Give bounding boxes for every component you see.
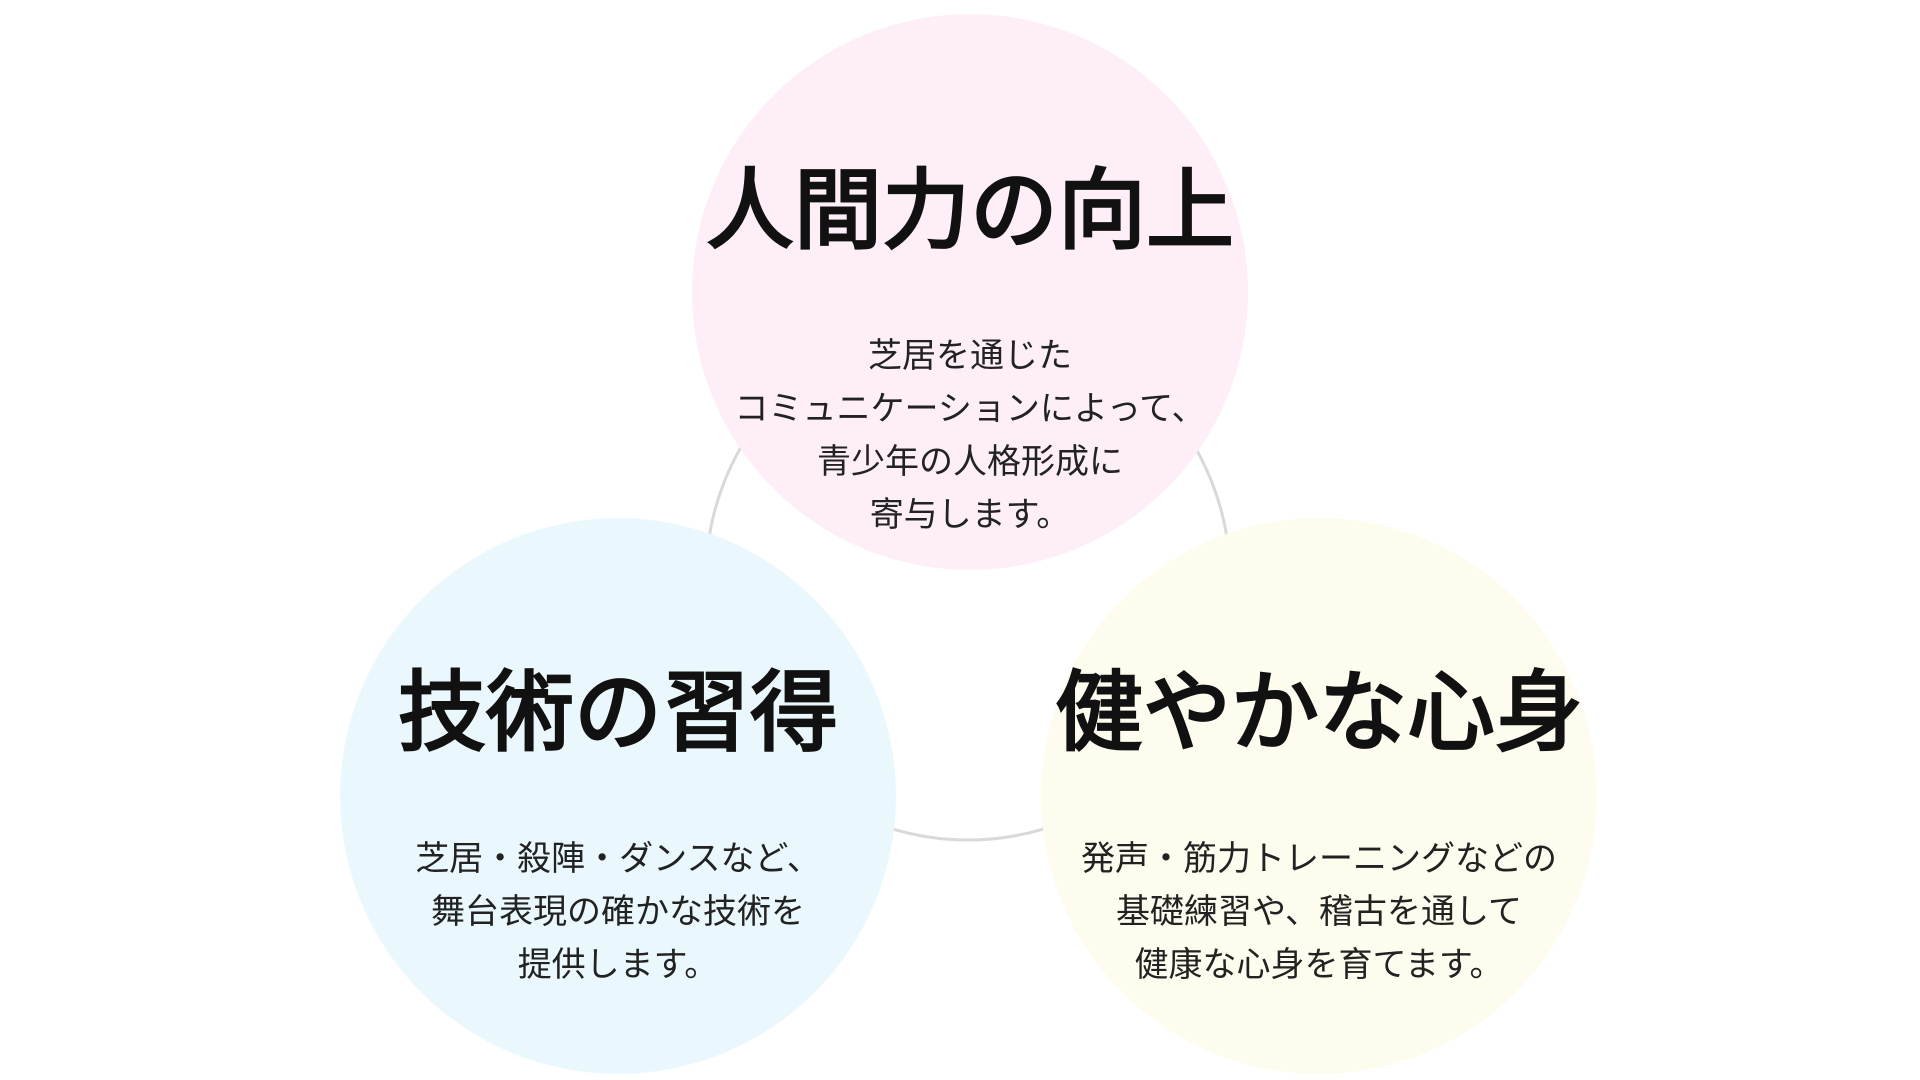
circle-description: 発声・筋力トレーニングなどの 基礎練習や、稽古を通して 健康な心身を育てます。 [1061, 833, 1577, 992]
description-line: 芝居を通じた [868, 336, 1072, 376]
description-line: 舞台表現の確かな技術を [431, 892, 805, 932]
circle-healthy-mind-body: 健やかな心身 発声・筋力トレーニングなどの 基礎練習や、稽古を通して 健康な心身… [1041, 518, 1597, 1074]
circle-human-growth: 人間力の向上 芝居を通じた コミュニケーションによって、 青少年の人格形成に 寄… [692, 14, 1248, 570]
description-line: 提供します。 [517, 945, 719, 985]
description-line: 基礎練習や、稽古を通して [1116, 892, 1522, 932]
description-line: 芝居・殺陣・ダンスなど、 [415, 839, 821, 879]
circle-description: 芝居を通じた コミュニケーションによって、 青少年の人格形成に 寄与します。 [712, 330, 1228, 542]
description-line: 健康な心身を育てます。 [1134, 945, 1504, 985]
circle-skill-acquisition: 技術の習得 芝居・殺陣・ダンスなど、 舞台表現の確かな技術を 提供します。 [340, 518, 896, 1074]
description-line: コミュニケーションによって、 [734, 389, 1206, 429]
description-line: 青少年の人格形成に [817, 442, 1123, 482]
description-line: 発声・筋力トレーニングなどの [1081, 839, 1557, 879]
description-line: 寄与します。 [869, 495, 1071, 535]
circle-title: 技術の習得 [397, 660, 838, 764]
circle-title: 人間力の向上 [705, 158, 1234, 262]
circle-title: 健やかな心身 [1054, 660, 1583, 764]
circle-description: 芝居・殺陣・ダンスなど、 舞台表現の確かな技術を 提供します。 [360, 833, 876, 992]
